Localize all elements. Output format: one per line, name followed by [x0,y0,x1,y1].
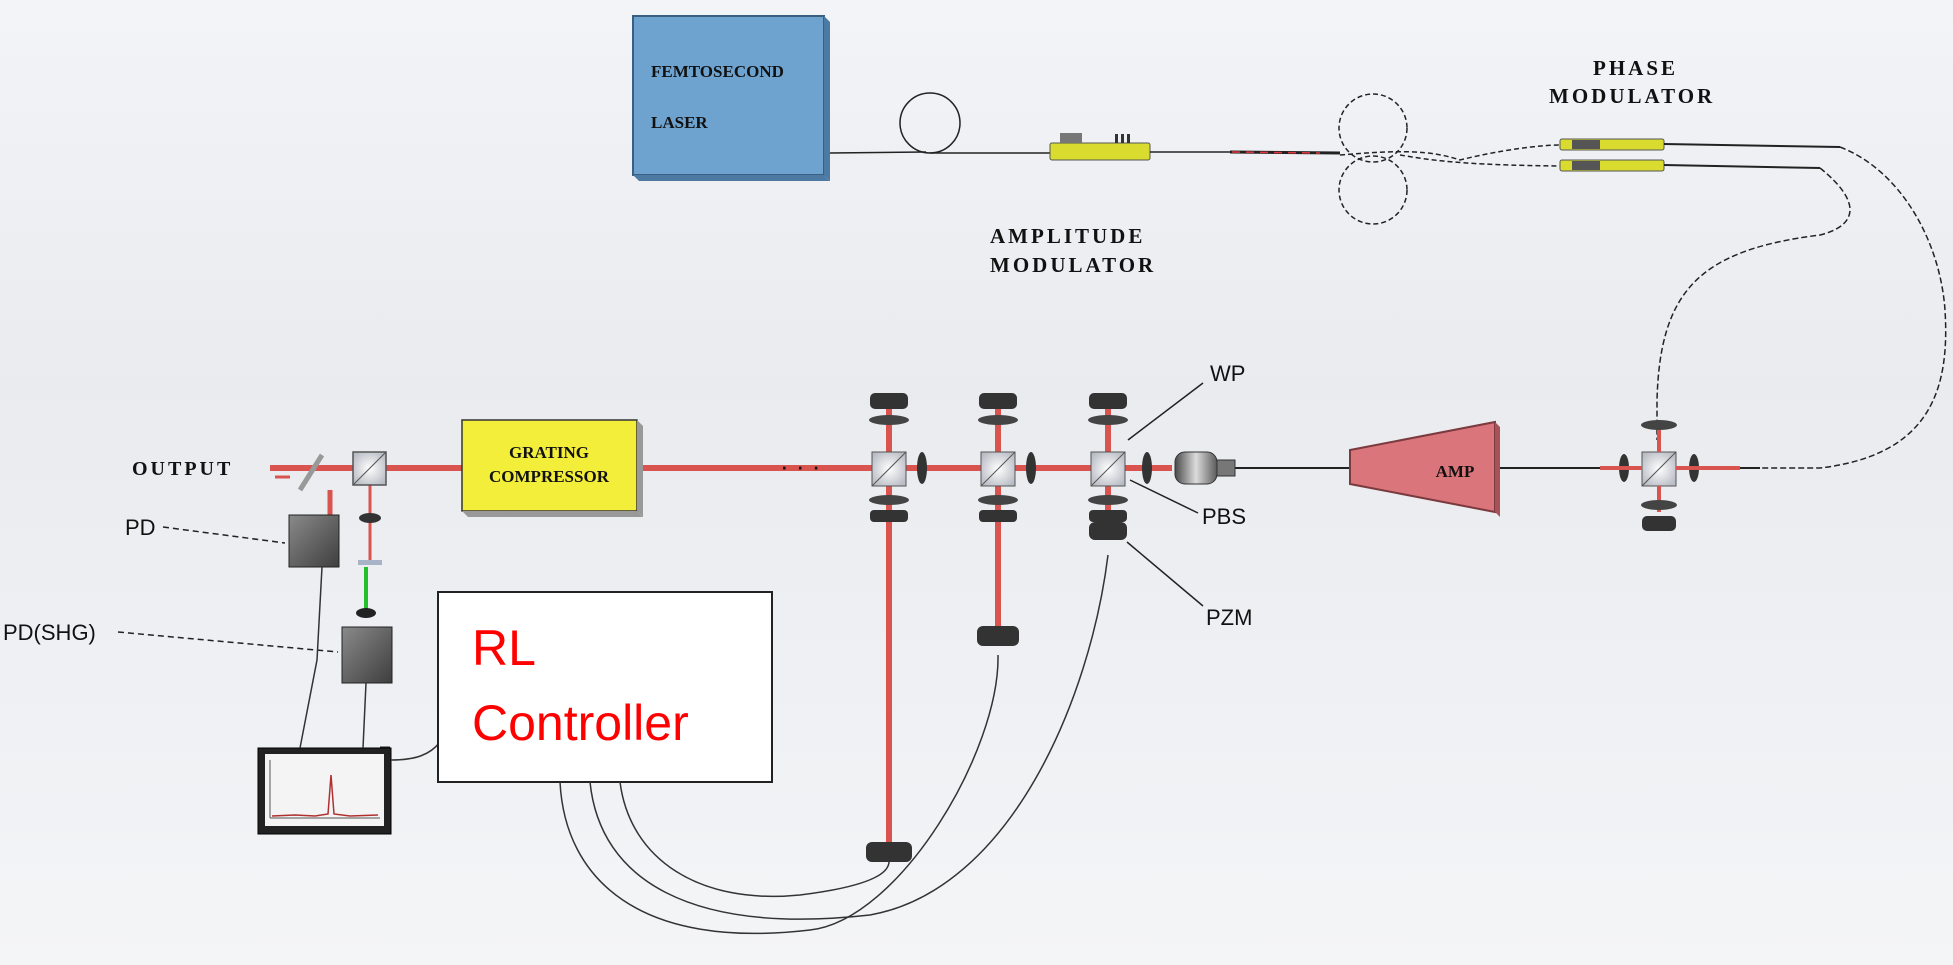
controller-cables [559,554,1109,935]
pd-shg-leader [117,631,339,653]
fiber-collimator [1174,451,1236,485]
output-mirror [297,453,325,492]
laser-label-line1: FEMTOSECOND [651,62,784,81]
output-label: OUTPUT [132,458,233,480]
pzm-leader [1126,541,1204,607]
oscilloscope [257,746,392,835]
amplitude-modulator-device [1049,133,1341,161]
shg-crystal [358,560,382,565]
amplifier: AMP [1349,420,1500,517]
photodiode-shg [341,626,393,684]
amplitude-modulator-label-line1: AMPLITUDE [990,224,1145,248]
amp-label: AMP [1436,462,1475,481]
photodiode [288,514,340,568]
pbs-leader [1129,479,1199,514]
mirror-stage-3 [1088,393,1152,540]
laser-label-line2: LASER [651,113,708,132]
grating-compressor-label-line1: GRATING [509,443,589,462]
phase-modulator-label-line1: PHASE [1593,56,1678,80]
input-beamsplitter [1600,420,1740,531]
rl-controller: RL Controller [437,591,773,783]
grating-compressor-label-line2: COMPRESSOR [489,467,610,486]
shg-lens [359,513,381,523]
pd-leader [162,526,286,544]
rl-controller-line1: RL [472,620,536,676]
grating-compressor: GRATING COMPRESSOR [461,419,643,517]
rl-controller-line2: Controller [472,695,689,751]
wp-label: WP [1210,361,1245,386]
green-lens [356,608,376,618]
fiber-to-polarizer [1656,146,1947,469]
mirror-stage-1 [866,393,927,862]
phase-modulator-device [1559,138,1841,172]
output-beamsplitter [352,451,387,486]
fiber-path [829,92,1050,154]
femtosecond-laser: FEMTOSECOND LASER [632,15,830,181]
pd-label: PD [125,515,156,540]
pbs-label: PBS [1202,504,1246,529]
phase-modulator-label-line2: MODULATOR [1549,84,1715,108]
mirror-stage-2 [977,393,1036,646]
wp-leader [1127,382,1204,441]
pd-shg-label: PD(SHG) [3,620,96,645]
beam-ellipsis: · · · [780,451,820,481]
amplitude-modulator-label-line2: MODULATOR [990,253,1156,277]
fiber-coils [1338,93,1561,225]
pzm-label: PZM [1206,605,1252,630]
